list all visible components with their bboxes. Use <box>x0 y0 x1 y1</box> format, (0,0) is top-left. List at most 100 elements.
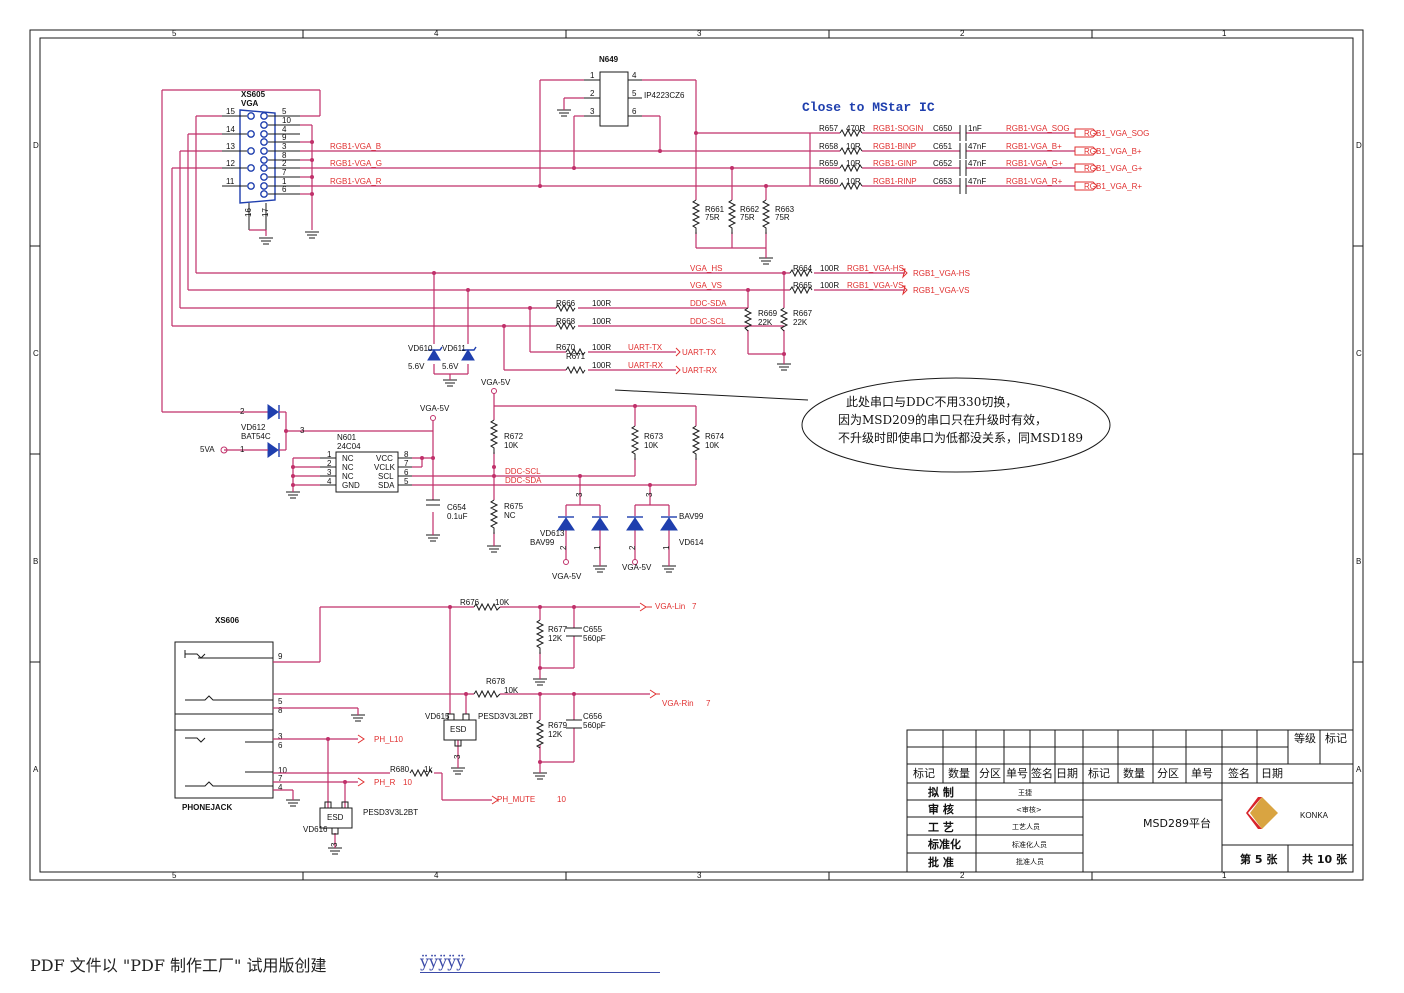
pullup-val: 22K <box>793 318 808 327</box>
esd-label: ESD <box>450 725 467 734</box>
n601-pin: 5 <box>404 477 409 486</box>
vd612-pin: 1 <box>240 445 245 454</box>
konka-logo <box>1246 797 1278 829</box>
rgb-cap-val: 47nF <box>968 177 986 186</box>
frame-row-left: A <box>33 765 39 774</box>
r680-val: 1k <box>424 765 433 774</box>
n649-ref: N649 <box>599 55 619 64</box>
ic-n601: N601 24C04 NC NC NC GND VCC VCLK SCL SDA… <box>320 433 412 493</box>
rgb-series-rows <box>810 125 1098 194</box>
ddc-resistor-val: 100R <box>592 317 611 326</box>
tb-row-key: 拟 制 <box>928 785 954 799</box>
uart-port-label: UART-RX <box>682 366 718 375</box>
ph-l-page: 10 <box>394 735 403 744</box>
n601-lbl: VCC <box>376 454 393 463</box>
n601-lbl: NC <box>342 463 354 472</box>
vd612-diode: VD612 BAT54C 5VA 2 1 3 <box>200 404 434 500</box>
n601-part: 24C04 <box>337 442 361 451</box>
r662-val: 75R <box>740 213 755 222</box>
rgb-resistor-val: 10R <box>846 177 861 186</box>
frame-row-left: B <box>33 557 38 566</box>
vga-pin: 12 <box>226 159 235 168</box>
sync-resistor-val: 100R <box>820 281 839 290</box>
rgb-net-label: RGB1-RINP <box>873 177 917 186</box>
jack-pin: 7 <box>278 774 283 783</box>
c656-ref: C656 <box>583 712 603 721</box>
n601-pin: 2 <box>327 459 332 468</box>
tb-hdr: 数量 <box>948 767 970 780</box>
ddc-resistor-ref: R666 <box>556 299 576 308</box>
rgb-cap-val: 47nF <box>968 142 986 151</box>
c654-ref: C654 <box>447 503 467 512</box>
frame-row-left: D <box>33 141 39 150</box>
jack-pin: 6 <box>278 741 283 750</box>
n601-pin: 6 <box>404 468 409 477</box>
sync-resistor-ref: R664 <box>793 264 813 273</box>
net-ddc-scl: DDC-SCL <box>505 467 541 476</box>
vga-pin: 16 <box>244 208 253 217</box>
uart-resistor-ref: R671 <box>566 352 586 361</box>
r661-ref: R661 <box>705 205 725 214</box>
rgb-resistor-ref: R657 <box>819 124 839 133</box>
vga-rin-page: 7 <box>706 699 711 708</box>
r674-ref: R674 <box>705 432 725 441</box>
pullup-ref: R669 <box>758 309 778 318</box>
tb-sheet: 第 5 张 <box>1240 852 1278 866</box>
r676-val: 10K <box>495 598 510 607</box>
tb-hdr: 标记 <box>913 766 935 780</box>
esd-part: PESD3V3L2BT <box>363 808 418 817</box>
uart-net-label: UART-RX <box>628 361 664 370</box>
frame-col-bottom: 4 <box>434 871 439 880</box>
vga-ref: XS605 <box>241 90 266 99</box>
comment-bubble: 此处串口与DDC不用330切换， 因为MSD209的串口只在升级时有效， 不升级… <box>614 377 1111 473</box>
frame-col-top: 2 <box>960 29 965 38</box>
net-ph-r: PH_R <box>374 778 396 787</box>
sync-net-label: VGA_HS <box>690 264 722 273</box>
sync-out-net: RGB1_VGA-VS <box>847 281 903 290</box>
net-vga-g: RGB1-VGA_G <box>330 159 382 168</box>
pdf-footer-text: PDF 文件以 "PDF 制作工厂" 试用版创建 <box>30 956 327 975</box>
c654-val: 0.1uF <box>447 512 468 521</box>
pdf-footer-link[interactable]: ÿÿÿÿÿ <box>420 952 660 973</box>
tb-total: 共 10 张 <box>1302 852 1348 866</box>
bav-pin: 2 <box>559 545 568 550</box>
frame-col-top: 1 <box>1222 29 1227 38</box>
vd610-ref: VD610 <box>408 344 433 353</box>
rgb-resistor-val: 10R <box>846 142 861 151</box>
rgb-port-label: RGB1_VGA_B+ <box>1084 147 1142 156</box>
esd-pin: 3 <box>330 842 339 847</box>
frame-col-bottom: 2 <box>960 871 965 880</box>
sync-net-label: VGA_VS <box>690 281 722 290</box>
tb-hdr: 单号 <box>1191 767 1213 780</box>
uart-port-label: UART-TX <box>682 348 717 357</box>
vga-pin: 11 <box>226 177 235 186</box>
close-to-mstar-note: Close to MStar IC <box>802 100 935 115</box>
vga-lin-page: 7 <box>692 602 697 611</box>
n601-lbl: GND <box>342 481 360 490</box>
rgb-resistor-val: 470R <box>846 124 865 133</box>
n601-pin: 8 <box>404 450 409 459</box>
vd610-val: 5.6V <box>408 362 425 371</box>
sync-out-net: RGB1_VGA-HS <box>847 264 904 273</box>
uart-resistor-ref: R670 <box>556 343 576 352</box>
pullup-val: 22K <box>758 318 773 327</box>
vd616-ref: VD616 <box>303 825 328 834</box>
frame-col-bottom: 3 <box>697 871 702 880</box>
sync-resistor-val: 100R <box>820 264 839 273</box>
r663-val: 75R <box>775 213 790 222</box>
r678-ref: R678 <box>486 677 506 686</box>
r675-val: NC <box>504 511 516 520</box>
tb-row-key: 工 艺 <box>928 820 954 834</box>
r676-ref: R676 <box>460 598 480 607</box>
n601-lbl: SDA <box>378 481 395 490</box>
n601-ref: N601 <box>337 433 357 442</box>
r673-ref: R673 <box>644 432 664 441</box>
n601-pin: 1 <box>327 450 332 459</box>
tb-hdr: 单号 <box>1006 767 1028 780</box>
comment-line-3: 不升级时即使串口为低都没关系，同MSD189 <box>838 430 1083 445</box>
n601-pin: 4 <box>327 477 332 486</box>
tb-row-val: 批准人员 <box>1016 857 1044 866</box>
vd614-part: BAV99 <box>679 512 704 521</box>
ph-r-page: 10 <box>403 778 412 787</box>
